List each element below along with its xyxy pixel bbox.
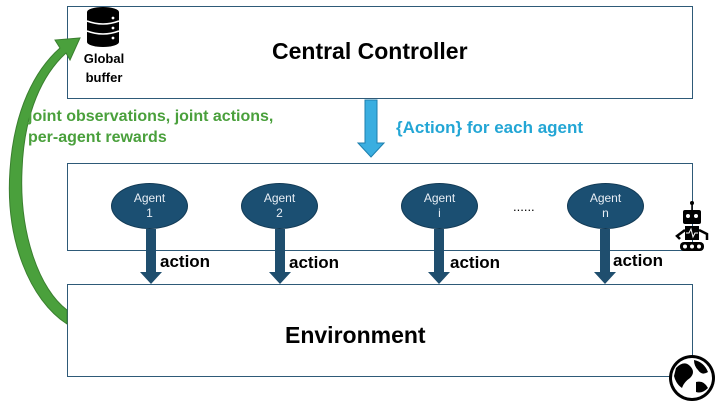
action-label-i: action [450, 253, 501, 272]
agent-label: Agent [133, 191, 166, 205]
action-label-1: action [160, 252, 211, 271]
broadcast-arrow [356, 99, 386, 158]
agent-label: Agent [263, 191, 296, 205]
environment-title: Environment [285, 322, 426, 348]
agent-index: 2 [276, 206, 283, 220]
agent-node: Agent i [401, 183, 478, 229]
agent-label: Agent [589, 191, 622, 205]
action-label-2: action [289, 253, 340, 272]
agent-node: Agent n [567, 183, 644, 229]
agent-node: Agent 2 [241, 183, 318, 229]
feedback-label-line2: per-agent rewards [28, 129, 167, 146]
global-buffer-label: Global buffer [79, 49, 129, 87]
action-label-n: action [613, 251, 664, 270]
agent-index: i [438, 206, 441, 220]
agents-ellipsis: ...... [513, 199, 535, 214]
agent-node: Agent 1 [111, 183, 188, 229]
agent-index: n [602, 206, 609, 220]
broadcast-label: {Action} for each agent [396, 118, 584, 137]
central-controller-box [67, 6, 693, 99]
central-controller-title: Central Controller [272, 38, 468, 64]
buffer-label-line1: Global [83, 51, 125, 66]
agent-label: Agent [423, 191, 456, 205]
feedback-label-line1: joint observations, joint actions, [28, 108, 274, 125]
agent-index: 1 [146, 206, 153, 220]
buffer-label-line2: buffer [85, 70, 123, 85]
environment-box [67, 284, 693, 377]
